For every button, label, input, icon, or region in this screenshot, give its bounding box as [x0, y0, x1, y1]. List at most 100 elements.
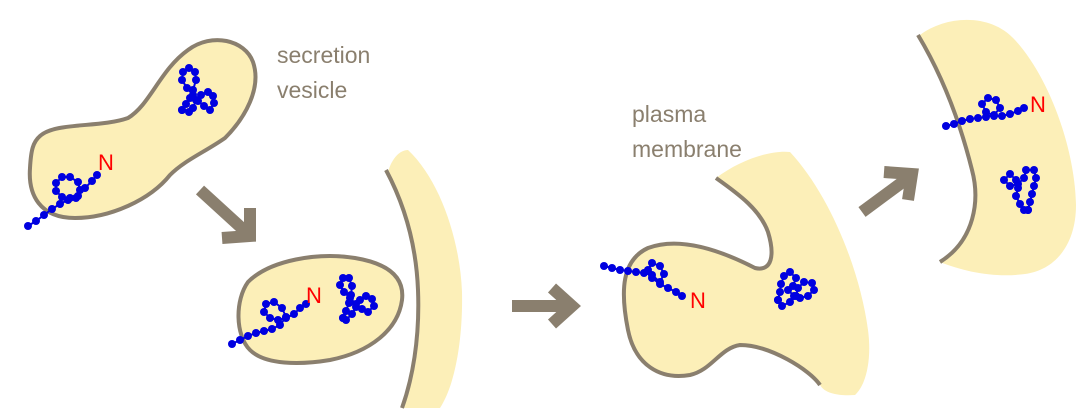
residue-bead: [678, 292, 686, 300]
residue-bead: [664, 284, 672, 292]
residue-bead: [1000, 176, 1008, 184]
protein-chain-2a: [228, 298, 310, 348]
residue-bead: [780, 272, 788, 280]
residue-bead: [278, 304, 286, 312]
stage-4: N: [916, 19, 1076, 276]
residue-bead: [197, 91, 205, 99]
residue-bead: [178, 76, 186, 84]
residue-bead: [1032, 174, 1040, 182]
residue-bead: [996, 104, 1004, 112]
plasma-membrane-label-line2: membrane: [632, 136, 742, 162]
residue-bead: [178, 106, 186, 114]
arrow-stage-2-to-3: [512, 283, 581, 329]
residue-bead: [616, 266, 624, 274]
residue-bead: [776, 288, 784, 296]
residue-bead: [252, 329, 260, 337]
residue-bead: [296, 304, 304, 312]
residue-bead: [260, 308, 268, 316]
residue-bead: [182, 100, 190, 108]
residue-bead: [1014, 107, 1022, 115]
residue-bead: [982, 108, 990, 116]
stage-1-vesicle: N: [24, 38, 258, 230]
residue-bead: [24, 222, 32, 230]
residue-bead: [48, 205, 56, 213]
residue-bead: [56, 200, 64, 208]
residue-bead: [778, 302, 786, 310]
residue-bead: [774, 296, 782, 304]
residue-bead: [58, 193, 66, 201]
residue-bead: [1006, 170, 1014, 178]
residue-bead: [66, 173, 74, 181]
fused-membrane-3: [623, 151, 870, 396]
residue-bead: [204, 88, 212, 96]
residue-bead: [290, 310, 298, 318]
residue-bead: [74, 192, 82, 200]
protein-chain-3a: [600, 259, 686, 300]
secretion-vesicle-label-line1: secretion: [277, 42, 370, 68]
residue-bead: [1022, 166, 1030, 174]
residue-bead: [228, 340, 236, 348]
residue-bead: [660, 270, 668, 278]
residue-bead: [1028, 190, 1036, 198]
residue-bead: [32, 217, 40, 225]
residue-bead: [792, 292, 800, 300]
residue-bead: [648, 259, 656, 267]
residue-bead: [786, 298, 794, 306]
residue-bead: [1012, 176, 1020, 184]
residue-bead: [1014, 184, 1022, 192]
residue-bead: [786, 268, 794, 276]
residue-bead: [992, 96, 1000, 104]
residue-bead: [1020, 174, 1028, 182]
residue-bead: [52, 179, 60, 187]
n-terminus-label-4: N: [1030, 92, 1046, 117]
residue-bead: [81, 184, 89, 192]
residue-bead: [185, 64, 193, 72]
residue-bead: [1012, 192, 1020, 200]
residue-bead: [339, 314, 347, 322]
residue-bead: [191, 68, 199, 76]
residue-bead: [1026, 198, 1034, 206]
residue-bead: [58, 173, 66, 181]
residue-bead: [1030, 166, 1038, 174]
residue-bead: [974, 114, 982, 122]
n-terminus-label-3: N: [690, 288, 706, 313]
residue-bead: [984, 94, 992, 102]
residue-bead: [608, 264, 616, 272]
residue-bead: [672, 288, 680, 296]
residue-bead: [346, 294, 354, 302]
residue-bead: [260, 327, 268, 335]
residue-bead: [632, 268, 640, 276]
n-terminus-label-1: N: [98, 150, 114, 175]
residue-bead: [74, 178, 82, 186]
residue-bead: [644, 266, 652, 274]
residue-bead: [950, 120, 958, 128]
residue-bead: [268, 325, 276, 333]
residue-bead: [270, 298, 278, 306]
residue-bead: [942, 122, 950, 130]
plasma-membrane-label-line1: plasma: [632, 101, 706, 127]
residue-bead: [370, 302, 378, 310]
stage-2: N: [228, 150, 463, 409]
residue-bead: [302, 300, 310, 308]
n-terminus-label-2: N: [306, 283, 322, 308]
vesicle-2-body: [236, 254, 405, 365]
residue-bead: [93, 171, 101, 179]
residue-bead: [88, 177, 96, 185]
residue-bead: [345, 274, 353, 282]
plasma-membrane-4: [920, 19, 1076, 276]
residue-bead: [179, 68, 187, 76]
residue-bead: [990, 112, 998, 120]
residue-bead: [339, 274, 347, 282]
residue-bead: [792, 274, 800, 282]
residue-bead: [192, 96, 200, 104]
residue-bead: [1030, 182, 1038, 190]
residue-bead: [342, 307, 350, 315]
protein-coil-2b: [336, 274, 378, 324]
residue-bead: [794, 284, 802, 292]
residue-bead: [336, 281, 344, 289]
residue-bead: [362, 292, 370, 300]
residue-bead: [998, 112, 1006, 120]
residue-bead: [1006, 182, 1014, 190]
residue-bead: [648, 274, 656, 282]
